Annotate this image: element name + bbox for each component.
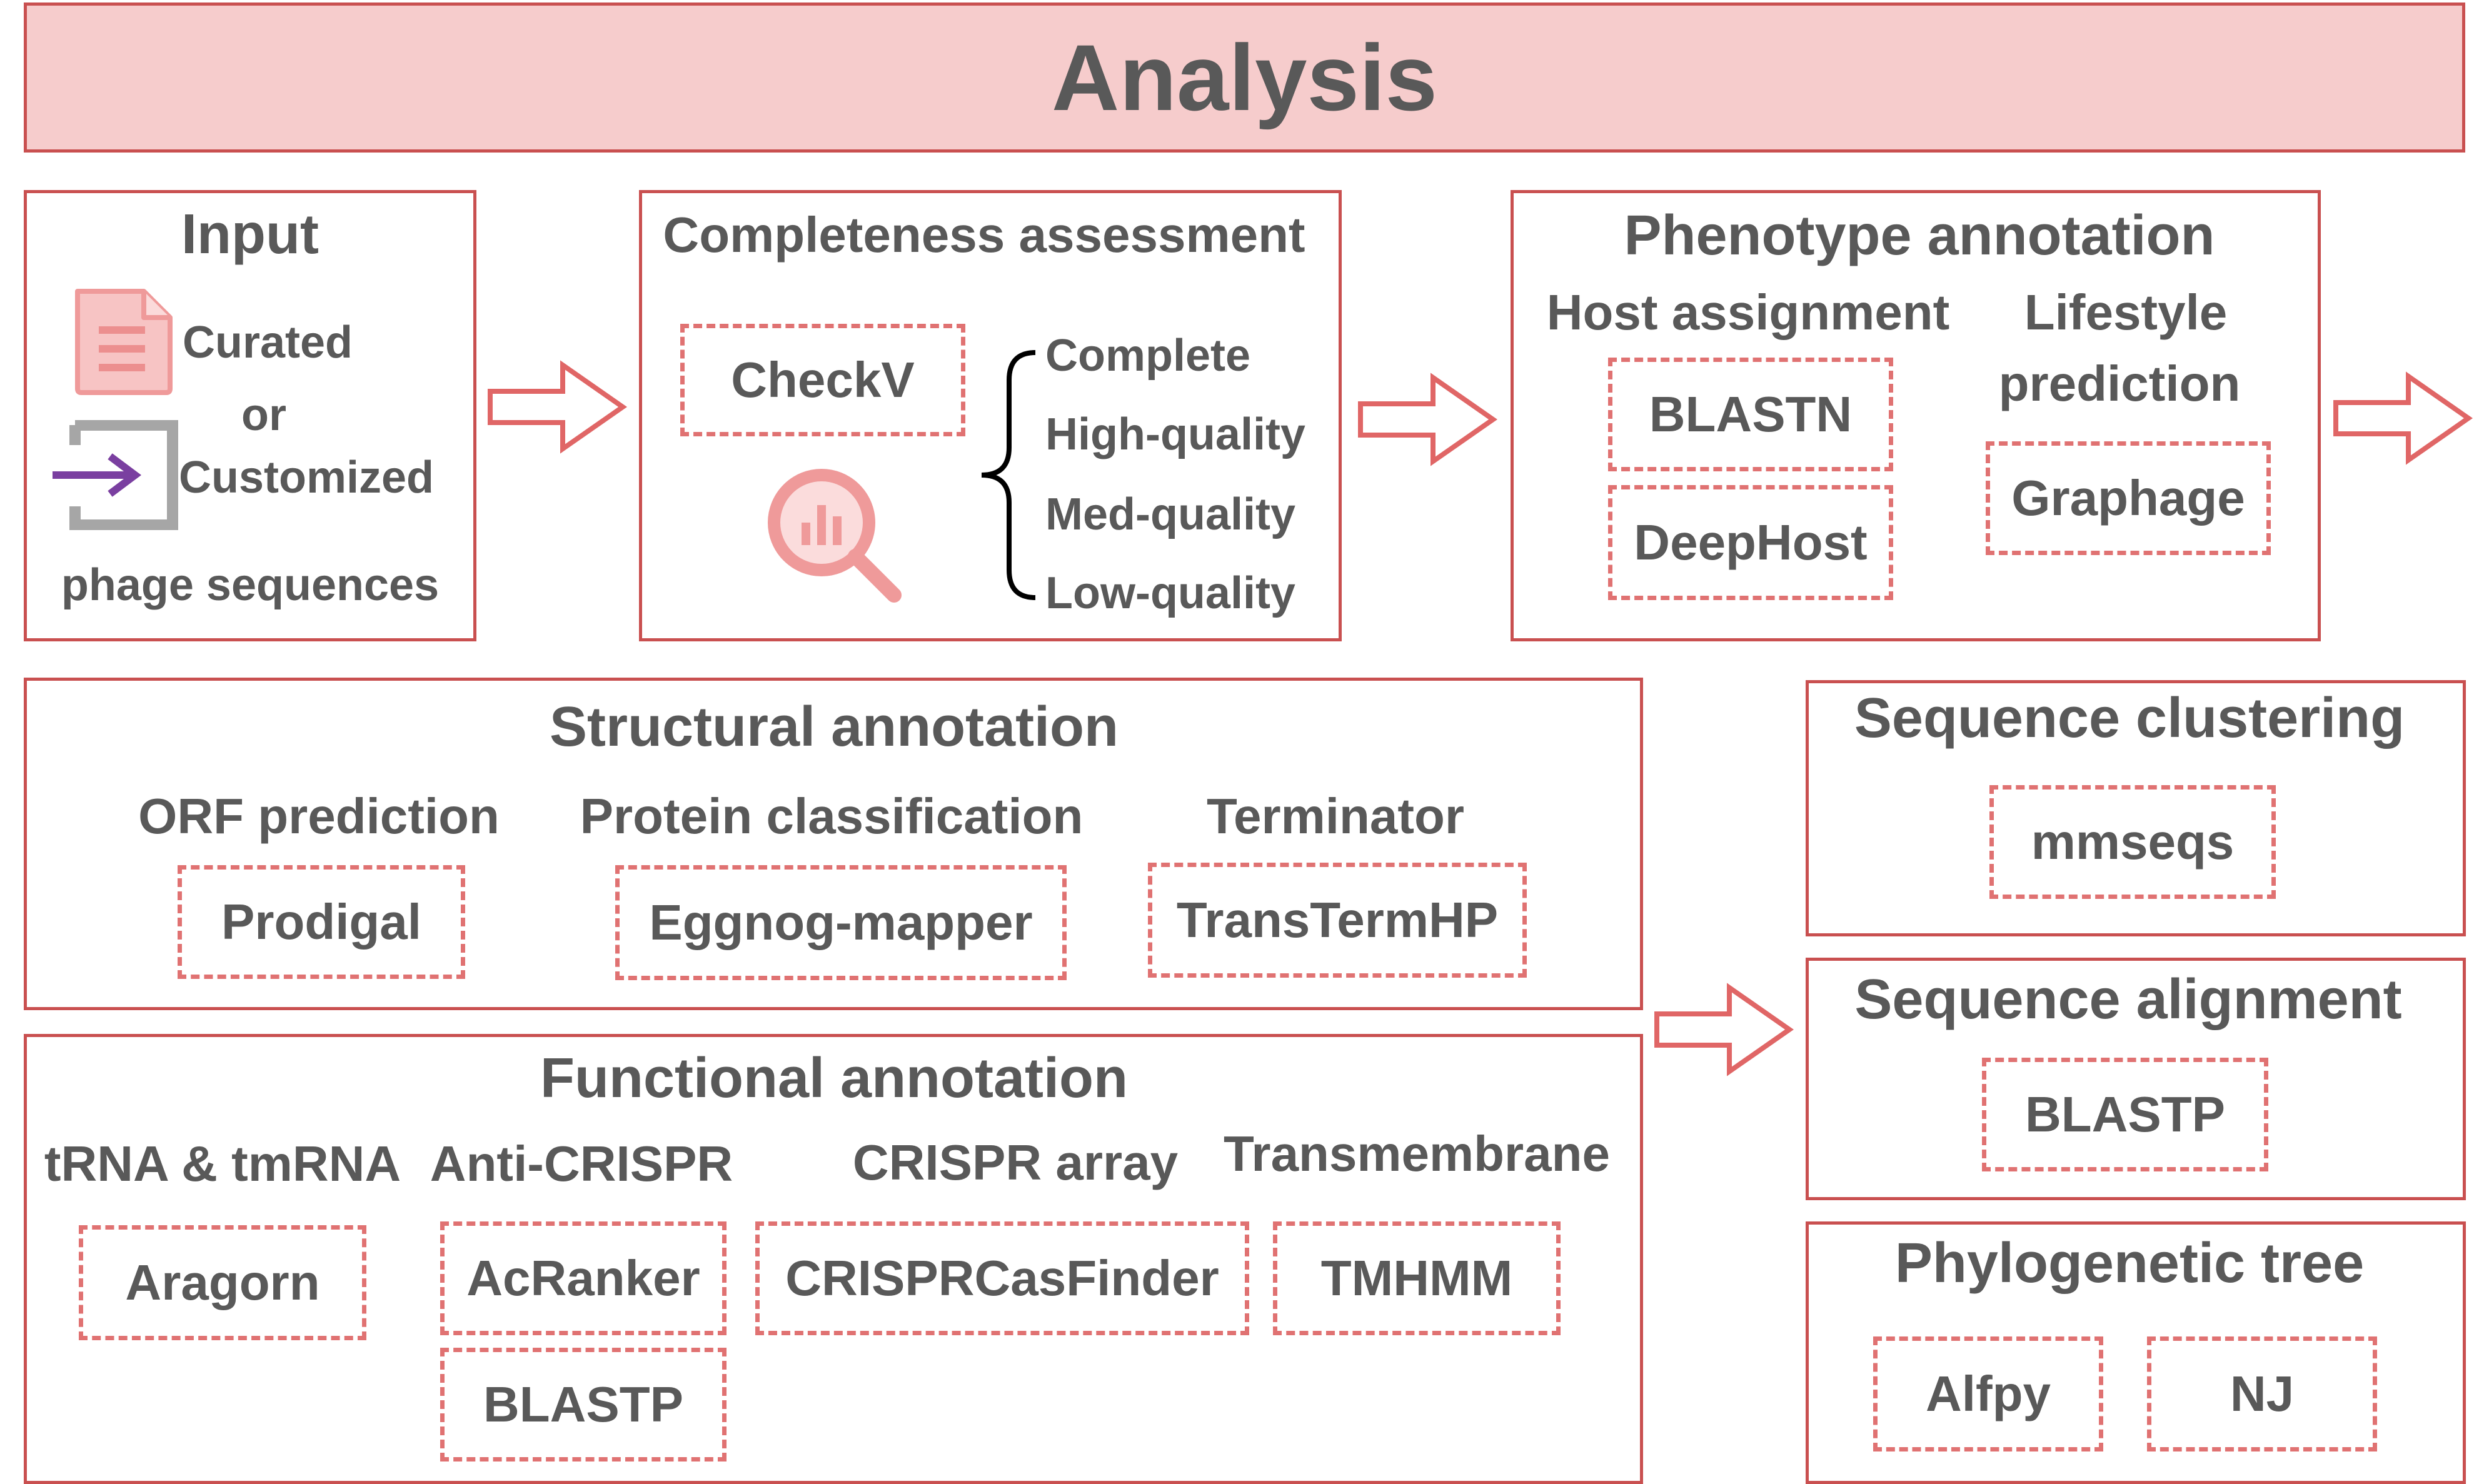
structural-panel	[24, 678, 1643, 1010]
crispr-array-label: CRISPR array	[852, 1135, 1179, 1190]
graphage-tool: Graphage	[1986, 441, 2271, 555]
flow-arrow-phenotype-out	[2333, 371, 2473, 465]
input-heading: Input	[181, 203, 319, 266]
eggnog-mapper-tool: Eggnog-mapper	[615, 865, 1067, 980]
functional-heading: Functional annotation	[540, 1047, 1128, 1110]
nj-tool: NJ	[2147, 1336, 2377, 1451]
structural-heading: Structural annotation	[549, 696, 1119, 758]
lifestyle-label-line1: Lifestyle	[2024, 284, 2228, 340]
flow-arrow-annotation-to-comparative	[1654, 983, 1794, 1076]
blastn-tool: BLASTN	[1608, 358, 1893, 471]
search-chart-icon	[768, 469, 902, 603]
transtermhp-tool: TransTermHP	[1148, 863, 1527, 978]
import-icon	[53, 420, 178, 530]
phylogeny-panel	[1806, 1221, 2466, 1484]
mmseqs-tool: mmseqs	[1989, 785, 2276, 899]
analysis-title-banner: Analysis	[24, 3, 2465, 153]
phylogeny-heading: Phylogenetic tree	[1894, 1232, 2365, 1295]
anti-crispr-blastp-tool: BLASTP	[440, 1348, 727, 1461]
anti-crispr-label: Anti-CRISPR	[430, 1136, 733, 1191]
lifestyle-label-line2: prediction	[1998, 356, 2241, 411]
flow-arrow-completeness-to-phenotype	[1358, 373, 1497, 466]
input-curated-label: Curated	[182, 318, 353, 368]
grade-med-quality: Med-quality	[1045, 489, 1296, 539]
trna-tmrna-label: tRNA & tmRNA	[44, 1136, 401, 1191]
clustering-panel	[1806, 680, 2466, 936]
orf-prediction-label: ORF prediction	[138, 788, 500, 844]
completeness-heading: Completeness assessment	[663, 207, 1305, 263]
input-panel	[24, 190, 476, 641]
phenotype-panel	[1511, 190, 2321, 641]
alignment-panel	[1806, 958, 2466, 1200]
alfpy-tool: Alfpy	[1873, 1336, 2103, 1451]
grade-complete: Complete	[1045, 331, 1251, 381]
clustering-heading: Sequence clustering	[1854, 687, 2405, 750]
input-or-label: or	[241, 390, 286, 440]
grade-low-quality: Low-quality	[1045, 568, 1295, 618]
prodigal-tool: Prodigal	[178, 865, 465, 979]
input-customized-label: Customized	[178, 453, 435, 503]
alignment-blastp-tool: BLASTP	[1982, 1058, 2268, 1171]
input-footer-label: phage sequences	[61, 560, 440, 610]
document-icon	[75, 289, 173, 395]
tmhmm-tool: TMHMM	[1273, 1221, 1561, 1335]
checkv-tool: CheckV	[680, 324, 965, 436]
deephost-tool: DeepHost	[1608, 485, 1893, 600]
grade-high-quality: High-quality	[1045, 409, 1305, 459]
alignment-heading: Sequence alignment	[1854, 968, 2402, 1031]
crisprcasfinder-tool: CRISPRCasFinder	[755, 1221, 1249, 1335]
terminator-label: Terminator	[1207, 788, 1464, 844]
flow-arrow-input-to-completeness	[488, 360, 627, 454]
page-title: Analysis	[1052, 24, 1437, 130]
completeness-panel	[639, 190, 1342, 641]
transmembrane-label: Transmembrane	[1223, 1126, 1611, 1181]
host-assignment-label: Host assignment	[1546, 284, 1950, 340]
phenotype-heading: Phenotype annotation	[1624, 204, 2215, 267]
acranker-tool: AcRanker	[440, 1221, 727, 1335]
protein-classification-label: Protein classification	[580, 788, 1084, 844]
aragorn-tool: Aragorn	[79, 1225, 366, 1340]
grade-brace	[981, 350, 1036, 600]
functional-panel	[24, 1034, 1643, 1484]
